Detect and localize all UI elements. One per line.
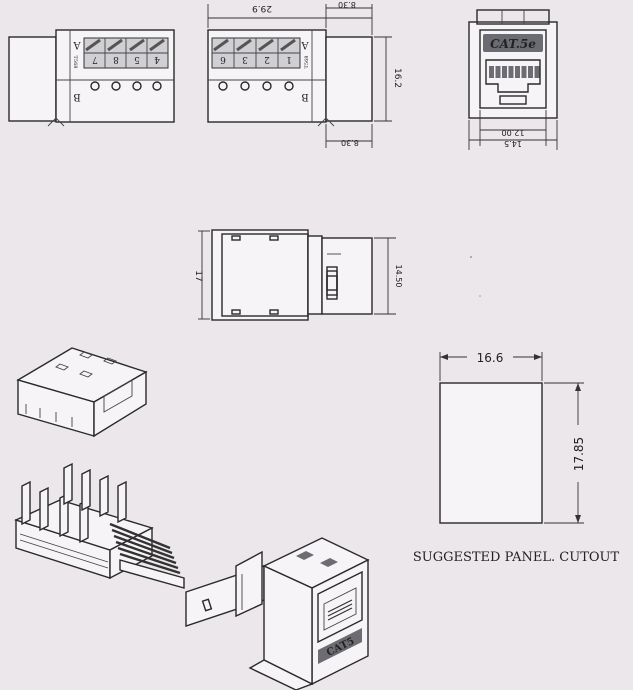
- side-right-row-a-label: A: [301, 39, 310, 50]
- side-right-idc-pins: [218, 81, 294, 91]
- side-left-row-a-label: A: [73, 39, 82, 50]
- side-right-pin-label: 2: [264, 54, 270, 64]
- dim-top-left: 17: [193, 270, 203, 281]
- front-contact-teeth: [489, 66, 540, 78]
- side-left-row-b-label: B: [73, 91, 80, 102]
- iso-wire-bundle: [109, 522, 181, 575]
- side-right-top-dimensions: 29.9 8.30: [207, 0, 373, 35]
- dim-top-right: 14.50: [394, 265, 403, 288]
- dim-top-offset: 8.30: [338, 0, 356, 9]
- side-right-pin-label: 6: [220, 54, 226, 64]
- panel-cutout: 16.6 17.85 SUGGESTED PANEL. CUTOUT: [413, 351, 620, 565]
- side-right-pin-label: 1: [286, 54, 292, 64]
- side-right-height-dimension: 16.2: [374, 36, 402, 122]
- iso-jack-body: CAT5: [185, 537, 370, 690]
- front-key-slot: [499, 95, 527, 105]
- iso-jack-latch-tabs: [296, 551, 338, 567]
- side-right-standard-label: T568: [304, 56, 310, 69]
- front-view: CAT.5e 12.00 14.5: [468, 9, 558, 150]
- cutout-caption: SUGGESTED PANEL. CUTOUT: [413, 550, 620, 565]
- side-right-row-b-label: B: [301, 91, 308, 102]
- side-left-contact-block: [83, 37, 169, 69]
- side-left-pin-label: 7: [92, 54, 98, 64]
- cutout-rectangle: [439, 382, 543, 524]
- dim-bottom-offset: 8.30: [341, 138, 359, 147]
- cutout-height-label: 17.85: [572, 437, 586, 471]
- dim-overall-length: 29.9: [252, 3, 272, 13]
- iso-jack-port: [317, 570, 363, 644]
- side-left-standard-label: T568: [72, 56, 78, 69]
- side-left-pin-label: 4: [154, 54, 160, 64]
- iso-wire-module: [14, 462, 185, 589]
- iso-jack-badge-plate: [318, 628, 362, 664]
- dim-outer-width: 14.5: [504, 139, 522, 148]
- side-right-end-block: [325, 36, 373, 122]
- front-jack-opening: [479, 29, 547, 109]
- scan-specks: [470, 256, 481, 297]
- side-view-right: 6 3 2 1 A B T568 29.9 8.30 16.2: [207, 0, 402, 148]
- front-plug-outline: [485, 59, 541, 93]
- side-view-left: 7 8 5 4 A B T568: [8, 29, 175, 127]
- side-right-bottom-dimension: 8.30: [325, 124, 373, 148]
- top-view: 17 14.50: [193, 229, 403, 321]
- side-right-pin-label: 3: [242, 54, 248, 64]
- top-body: [211, 229, 309, 321]
- iso-cap: [16, 347, 148, 438]
- side-left-pin-label: 5: [134, 54, 140, 64]
- front-badge-text: CAT.5e: [490, 37, 536, 51]
- front-top-latch: [476, 9, 550, 25]
- front-width-dimensions: 12.00 14.5: [468, 110, 558, 150]
- side-left-idc-pins: [90, 81, 162, 91]
- iso-jack-side-wall: [235, 550, 263, 618]
- side-left-pin-label: 8: [113, 54, 119, 64]
- side-left-end-block: [8, 36, 57, 122]
- side-right-contact-block: [211, 37, 301, 69]
- cutout-width-label: 16.6: [477, 351, 504, 365]
- dim-height: 16.2: [392, 68, 402, 88]
- dim-inner-width: 12.00: [502, 128, 525, 137]
- front-badge-plate: [483, 34, 543, 52]
